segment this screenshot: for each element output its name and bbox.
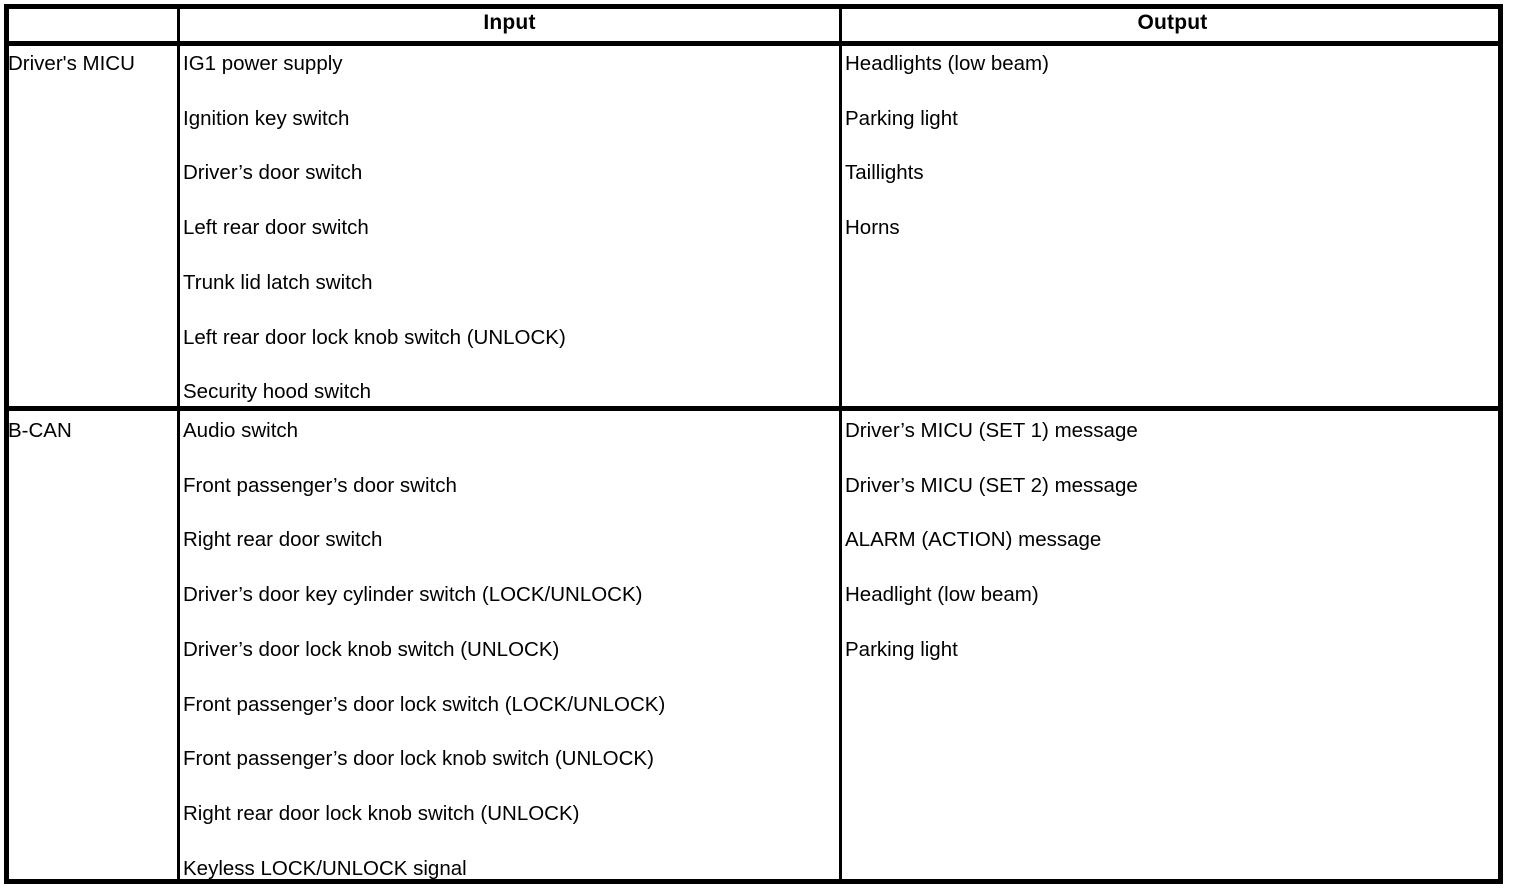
- table-cell-item: Horns: [845, 216, 900, 240]
- table-frame: [4, 4, 1503, 884]
- table-cell-item: ALARM (ACTION) message: [845, 528, 1102, 552]
- table-cell-item: Right rear door switch: [183, 528, 383, 552]
- header-separator-rule: [4, 41, 1503, 46]
- column-header-output: Output: [1137, 11, 1208, 34]
- table-cell-item: Audio switch: [183, 419, 299, 442]
- table-cell-item: Headlight (low beam): [845, 583, 1039, 607]
- table-cell-item: Driver’s door lock knob switch (UNLOCK): [183, 637, 560, 661]
- table-cell-item: Front passenger’s door lock knob switch …: [183, 747, 654, 771]
- table-cell-item: Taillights: [845, 161, 924, 185]
- group-label-b-can: B-CAN: [8, 419, 72, 442]
- table-cell-item: Parking light: [845, 637, 958, 661]
- table-cell-item: Left rear door lock knob switch (UNLOCK): [183, 325, 566, 349]
- column-divider-left: [177, 4, 180, 884]
- table-cell-item: Driver’s MICU (SET 1) message: [845, 419, 1138, 442]
- table-cell-item: Security hood switch: [183, 380, 372, 404]
- table-cell-item: Trunk lid latch switch: [183, 270, 373, 294]
- table-cell-item: Front passenger’s door switch: [183, 473, 457, 497]
- table-header-row: Input Output: [0, 4, 1520, 41]
- table-cell-item: Front passenger’s door lock switch (LOCK…: [183, 692, 666, 716]
- table-cell-item: Driver’s door key cylinder switch (LOCK/…: [183, 583, 643, 607]
- table-cell-item: IG1 power supply: [183, 52, 343, 75]
- table-cell-item: Headlights (low beam): [845, 52, 1049, 75]
- group-label-drivers-micu: Driver's MICU: [8, 52, 135, 75]
- table-cell-item: Keyless LOCK/UNLOCK signal: [183, 856, 467, 880]
- table-cell-item: Right rear door lock knob switch (UNLOCK…: [183, 801, 580, 825]
- table-cell-item: Driver’s door switch: [183, 161, 363, 185]
- table-cell-item: Ignition key switch: [183, 106, 350, 130]
- column-divider-right: [839, 4, 842, 884]
- column-header-input: Input: [483, 11, 536, 34]
- table-cell-item: Parking light: [845, 106, 958, 130]
- group-separator-rule: [4, 406, 1503, 411]
- table-cell-item: Driver’s MICU (SET 2) message: [845, 473, 1138, 497]
- table-cell-item: Left rear door switch: [183, 216, 369, 240]
